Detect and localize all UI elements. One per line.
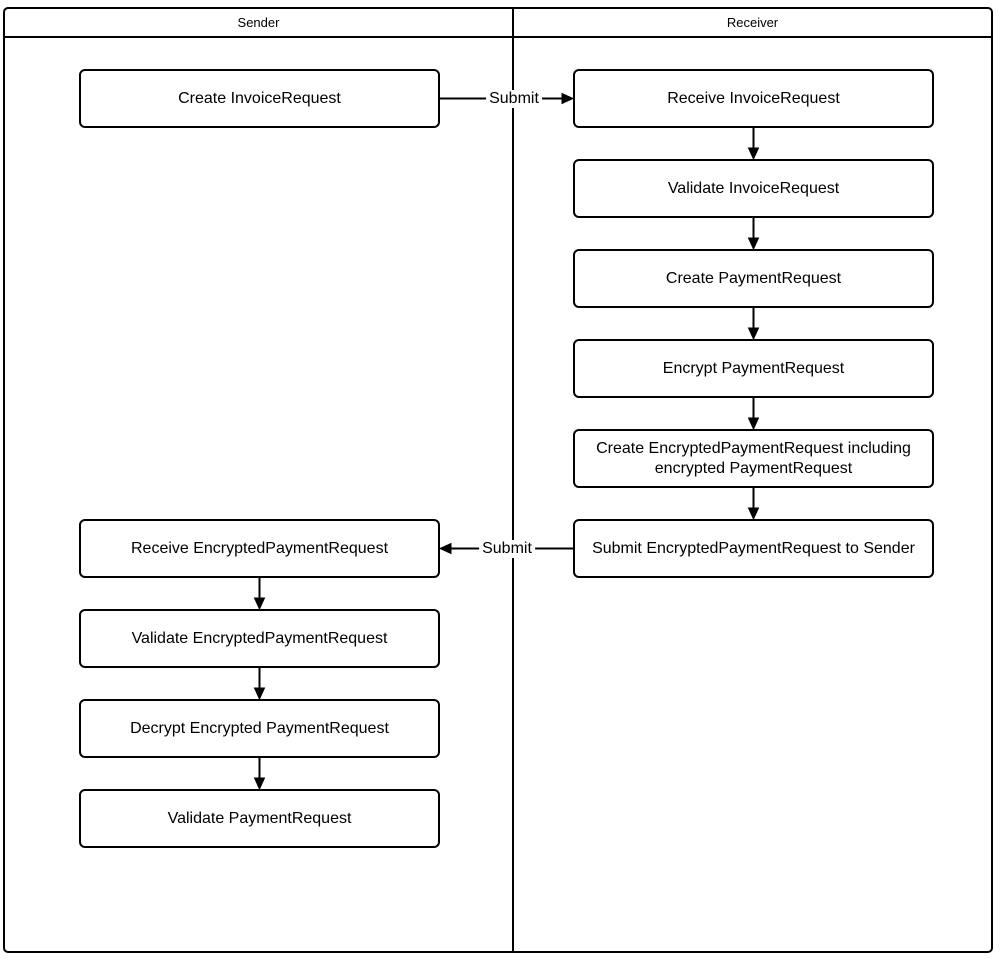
step-create-invoicerequest: Create InvoiceRequest	[79, 69, 440, 128]
step-label: Validate PaymentRequest	[167, 809, 352, 827]
header-separator-line	[3, 36, 993, 38]
step-receive-encryptedpaymentrequest: Receive EncryptedPaymentRequest	[79, 519, 440, 578]
lane-title-sender: Sender	[237, 14, 280, 30]
step-label: Decrypt Encrypted PaymentRequest	[130, 719, 389, 737]
connector-label-submit-invoicerequest: Submit	[486, 90, 542, 108]
connector-label-submit-encryptedpaymentrequest: Submit	[479, 540, 535, 558]
step-label: Create EncryptedPaymentRequest including…	[596, 440, 911, 477]
step-label: Submit EncryptedPaymentRequest to Sender	[592, 539, 915, 557]
step-submit-encryptedpaymentrequest-to-sender: Submit EncryptedPaymentRequest to Sender	[573, 519, 934, 578]
lane-header-sender: Sender	[4, 7, 513, 37]
step-label: Receive InvoiceRequest	[667, 89, 840, 107]
step-validate-invoicerequest: Validate InvoiceRequest	[573, 159, 934, 218]
step-create-encryptedpaymentrequest: Create EncryptedPaymentRequest including…	[573, 429, 934, 488]
lane-header-receiver: Receiver	[513, 7, 992, 37]
step-label: Encrypt PaymentRequest	[662, 359, 845, 377]
lane-title-receiver: Receiver	[726, 14, 779, 30]
step-label: Validate InvoiceRequest	[667, 179, 840, 197]
lane-divider-line	[512, 7, 514, 953]
step-create-paymentrequest: Create PaymentRequest	[573, 249, 934, 308]
step-receive-invoicerequest: Receive InvoiceRequest	[573, 69, 934, 128]
step-validate-paymentrequest: Validate PaymentRequest	[79, 789, 440, 848]
step-label: Validate EncryptedPaymentRequest	[131, 629, 388, 647]
step-label: Create InvoiceRequest	[178, 89, 341, 107]
step-encrypt-paymentrequest: Encrypt PaymentRequest	[573, 339, 934, 398]
step-label: Receive EncryptedPaymentRequest	[130, 539, 389, 557]
step-validate-encryptedpaymentrequest: Validate EncryptedPaymentRequest	[79, 609, 440, 668]
step-decrypt-encrypted-paymentrequest: Decrypt Encrypted PaymentRequest	[79, 699, 440, 758]
step-label: Create PaymentRequest	[665, 269, 842, 287]
